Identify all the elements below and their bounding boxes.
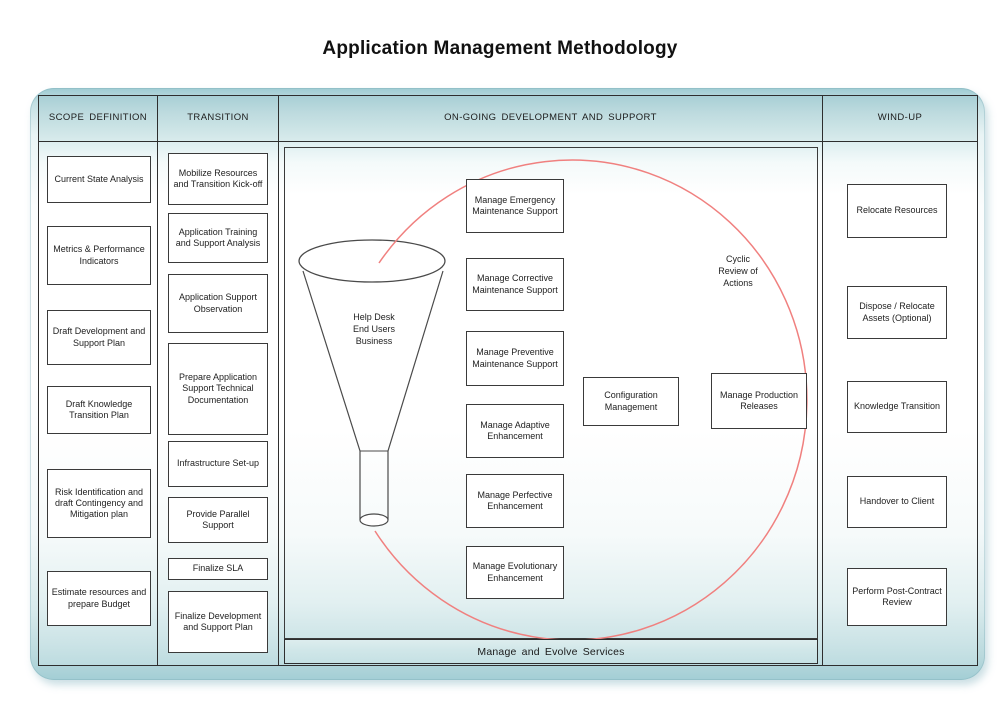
box-application-support-observation: Application Support Observation — [168, 274, 268, 333]
box-estimate-resources-budget: Estimate resources and prepare Budget — [47, 571, 151, 626]
box-current-state-analysis: Current State Analysis — [47, 156, 151, 203]
box-infrastructure-set-up: Infrastructure Set-up — [168, 441, 268, 487]
box-manage-emergency-maintenance: Manage Emergency Maintenance Support — [466, 179, 564, 233]
box-manage-corrective-maintenance: Manage Corrective Maintenance Support — [466, 258, 564, 311]
box-manage-production-releases: Manage Production Releases — [711, 373, 807, 429]
funnel-left-side — [302, 270, 361, 520]
box-manage-perfective-enhancement: Manage Perfective Enhancement — [466, 474, 564, 528]
diagram-title: Application Management Methodology — [322, 38, 678, 59]
funnel-label-line2: End Users — [352, 324, 396, 335]
header-ongoing-development: ON-GOING DEVELOPMENT AND SUPPORT — [278, 95, 823, 142]
box-provide-parallel-support: Provide Parallel Support — [168, 497, 268, 543]
wind-up-column: Relocate Resources Dispose / Relocate As… — [822, 141, 978, 666]
cyclic-label-line2: Review of — [718, 266, 758, 277]
transition-column: Mobilize Resources and Transition Kick-o… — [157, 141, 279, 666]
box-manage-preventive-maintenance: Manage Preventive Maintenance Support — [466, 331, 564, 386]
box-perform-post-contract-review: Perform Post-Contract Review — [847, 568, 947, 626]
box-knowledge-transition: Knowledge Transition — [847, 381, 947, 433]
ongoing-development-column: Help Desk End Users Business Cyclic Revi… — [278, 141, 823, 666]
funnel-right-side — [387, 270, 444, 520]
box-finalize-development-support-plan: Finalize Development and Support Plan — [168, 591, 268, 653]
box-application-training: Application Training and Support Analysi… — [168, 213, 268, 263]
cyclic-review-label: Cyclic Review of Actions — [696, 253, 780, 289]
header-wind-up: WIND-UP — [822, 95, 978, 142]
funnel-label: Help Desk End Users Business — [331, 311, 417, 347]
box-draft-knowledge-transition-plan: Draft Knowledge Transition Plan — [47, 386, 151, 434]
box-handover-to-client: Handover to Client — [847, 476, 947, 528]
box-manage-evolutionary-enhancement: Manage Evolutionary Enhancement — [466, 546, 564, 599]
scope-definition-column: Current State Analysis Metrics & Perform… — [38, 141, 158, 666]
box-risk-identification: Risk Identification and draft Contingenc… — [47, 469, 151, 538]
box-configuration-management: Configuration Management — [583, 377, 679, 426]
funnel-label-line3: Business — [355, 336, 393, 347]
cyclic-label-line1: Cyclic — [726, 254, 750, 264]
box-dispose-relocate-assets: Dispose / Relocate Assets (Optional) — [847, 286, 947, 339]
box-draft-development-support-plan: Draft Development and Support Plan — [47, 310, 151, 365]
funnel-label-line1: Help Desk — [353, 312, 395, 322]
box-relocate-resources: Relocate Resources — [847, 184, 947, 238]
header-transition: TRANSITION — [157, 95, 279, 142]
box-mobilize-resources: Mobilize Resources and Transition Kick-o… — [168, 153, 268, 205]
box-manage-adaptive-enhancement: Manage Adaptive Enhancement — [466, 404, 564, 458]
manage-evolve-services-bar: Manage and Evolve Services — [284, 639, 818, 664]
funnel-stem-bottom — [359, 513, 389, 527]
cyclic-label-line3: Actions — [723, 278, 753, 289]
box-metrics-performance-indicators: Metrics & Performance Indicators — [47, 226, 151, 285]
box-prepare-technical-documentation: Prepare Application Support Technical Do… — [168, 343, 268, 435]
box-finalize-sla: Finalize SLA — [168, 558, 268, 580]
funnel-mouth — [298, 239, 446, 283]
header-scope-definition: SCOPE DEFINITION — [38, 95, 158, 142]
